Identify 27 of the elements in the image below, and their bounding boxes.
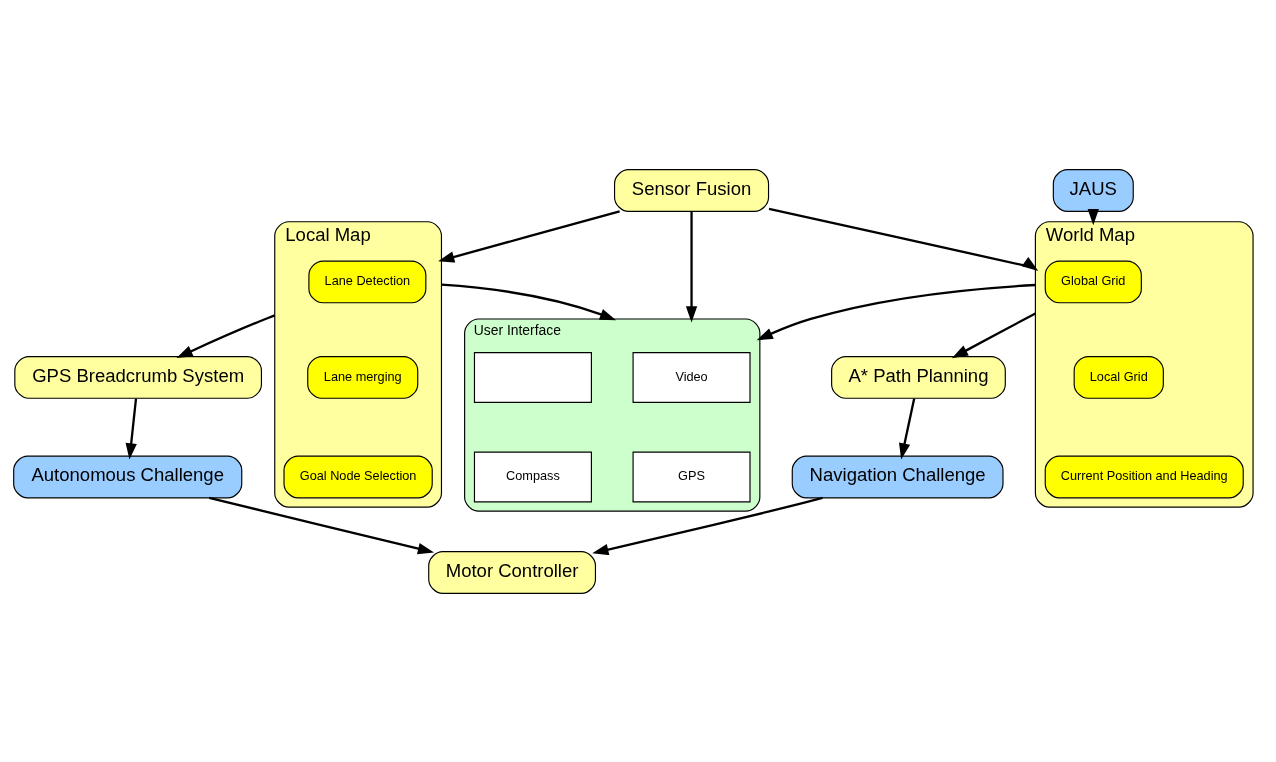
arrow [438, 209, 620, 262]
node-box: Motor Controller [428, 550, 597, 594]
arrow [176, 313, 276, 358]
node-box: Global Grid [1044, 260, 1142, 303]
node-box: A* Path Planning [831, 355, 1006, 399]
arrow [768, 207, 1039, 271]
node-box [473, 351, 592, 403]
node-box: Local Grid [1073, 355, 1164, 399]
node-box: Current Position and Heading [1044, 455, 1244, 498]
node-box: Compass [473, 451, 592, 502]
arrow [899, 398, 916, 459]
node-box: GPS Breadcrumb System [14, 355, 262, 399]
node-box: Navigation Challenge [791, 455, 1004, 498]
node-box: Autonomous Challenge [13, 455, 243, 498]
node-box: Sensor Fusion [613, 168, 770, 212]
node-box: Video [632, 351, 751, 403]
arrow [125, 398, 138, 460]
node-box: GPS [632, 451, 751, 502]
arrow [685, 210, 698, 322]
arrow [592, 496, 823, 555]
arrow [441, 283, 617, 320]
node-box: Lane Detection [308, 260, 427, 303]
arrow [756, 283, 1036, 340]
arrow [951, 311, 1036, 358]
node-box: Lane merging [307, 355, 419, 399]
arrow [208, 496, 435, 554]
node-box: Goal Node Selection [283, 455, 433, 498]
